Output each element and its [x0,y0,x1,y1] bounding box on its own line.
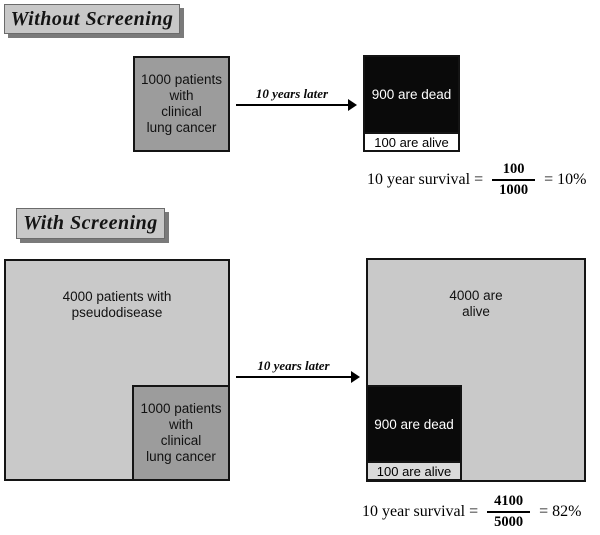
with-alive-strip: 100 are alive [368,461,460,479]
alive-label-line: alive [462,304,490,320]
pseudodisease-label-line: 4000 patients with [62,289,172,304]
fraction-denominator: 1000 [499,181,529,198]
without-source-box: 1000 patients with clinical lung cancer [133,56,230,152]
with-timeline-arrow: 10 years later [236,358,360,383]
arrow-right-icon [351,371,360,383]
without-dead-label: 900 are dead [365,57,458,132]
with-arrow-label: 10 years later [257,358,330,373]
alive-label-line: 4000 are [449,288,503,303]
without-source-box-line: with [169,88,194,104]
arrow-shaft [236,371,360,383]
without-survival-formula: 10 year survival = 100 1000 = 10% [367,161,586,198]
arrow-right-icon [348,99,357,111]
fraction-line [487,510,531,513]
with-survival-formula: 10 year survival = 4100 5000 = 82% [362,493,581,530]
formula-label: 10 year survival = [362,502,479,520]
without-timeline-arrow: 10 years later [236,86,357,111]
pseudodisease-label: 4000 patients with pseudodisease [6,289,228,321]
formula-result: = 82% [539,502,582,520]
pseudodisease-label-line: pseudodisease [71,305,163,321]
formula-result: = 10% [544,170,587,188]
fraction-numerator: 100 [502,161,525,177]
with-outcome-box: 900 are dead 100 are alive [366,385,462,481]
with-source-box-line: lung cancer [146,448,216,464]
with-source-box-line: with [168,417,193,433]
without-alive-strip: 100 are alive [365,132,458,150]
formula-fraction: 100 1000 [492,161,536,198]
formula-fraction: 4100 5000 [487,493,531,530]
alive-label: 4000 are alive [368,288,584,320]
with-pseudodisease-box: 4000 patients with pseudodisease [4,259,230,481]
section-title-with-screening: With Screening [16,208,165,239]
arrow-shaft [236,99,357,111]
fraction-line [492,178,536,181]
formula-label: 10 year survival = [367,170,484,188]
without-arrow-label: 10 years later [255,86,329,101]
with-source-box: 1000 patients with clinical lung cancer [132,385,230,481]
with-source-box-line: clinical [160,433,202,448]
without-source-box-line: lung cancer [146,119,217,135]
section-title-without-screening: Without Screening [4,4,180,34]
with-source-box-line: 1000 patients [140,401,222,417]
without-source-box-line: clinical [161,104,202,119]
fraction-numerator: 4100 [494,493,524,509]
fraction-denominator: 5000 [494,513,524,530]
without-source-box-line: 1000 patients [140,72,223,88]
with-dead-label: 900 are dead [368,387,460,461]
without-outcome-box: 900 are dead 100 are alive [363,55,460,152]
